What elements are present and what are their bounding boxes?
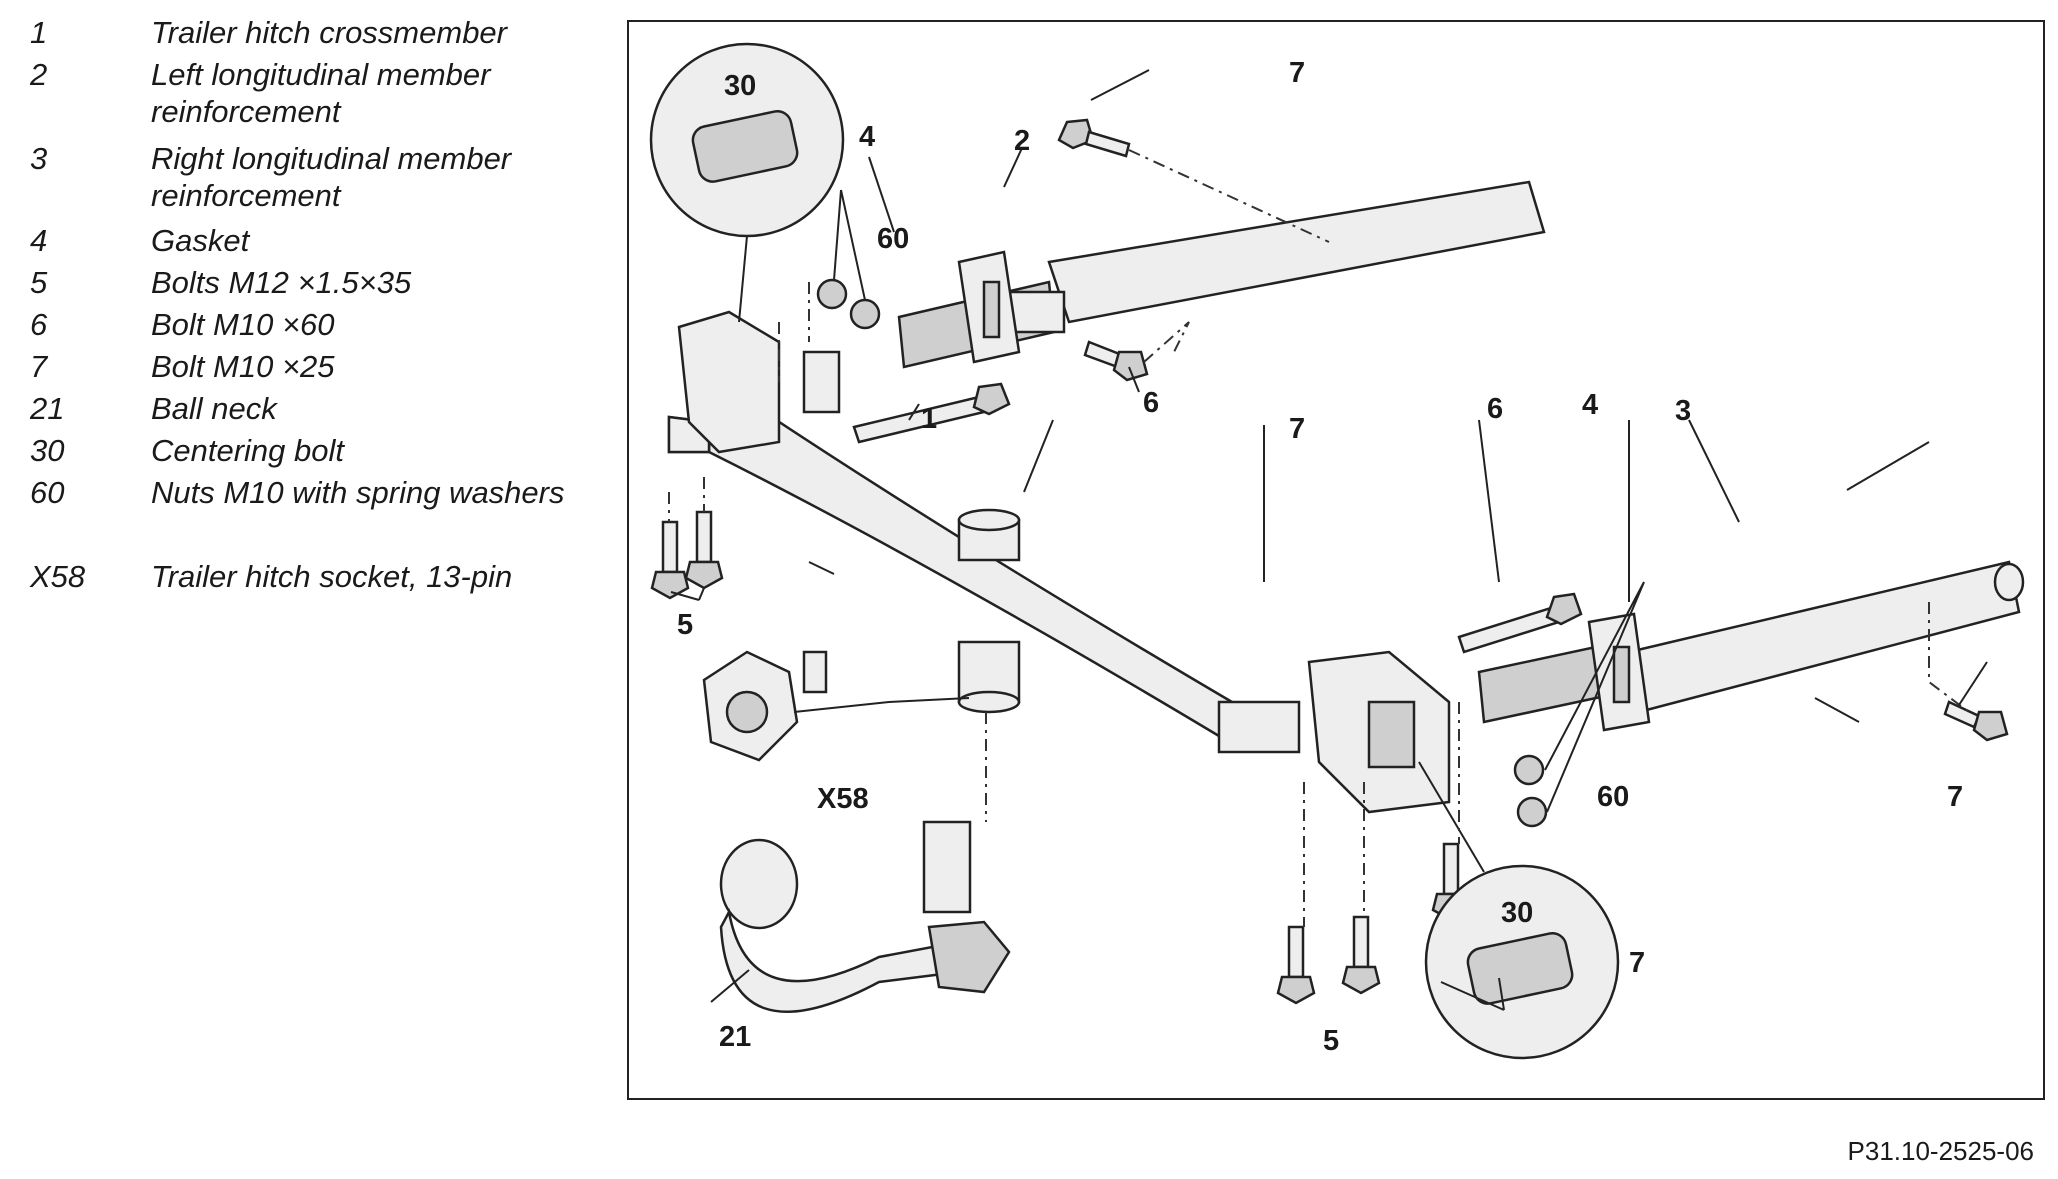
legend-description: Centering bolt xyxy=(151,433,345,468)
legend-number: 3 xyxy=(30,141,48,176)
nuts-m10-left xyxy=(816,278,881,330)
gasket-right xyxy=(1587,612,1651,732)
callout-1: 1 xyxy=(921,403,937,435)
callout-21: 21 xyxy=(719,1021,751,1053)
legend-description: Right longitudinal member reinforcement xyxy=(151,141,512,213)
bolts-m12-right xyxy=(1276,915,1381,1005)
legend-number: 7 xyxy=(30,349,48,384)
right-longitudinal-member-reinforcement xyxy=(1477,560,2025,724)
callout-7-mid: 7 xyxy=(1289,413,1305,445)
legend-description: Nuts M10 with spring washers xyxy=(151,475,565,510)
bolt-m10x25-top xyxy=(1057,118,1131,158)
legend-number: 1 xyxy=(30,15,48,50)
legend-number: 60 xyxy=(30,475,65,510)
gasket-left xyxy=(957,250,1021,364)
legend-description: Gasket xyxy=(151,223,250,258)
nuts-m10-right xyxy=(1513,754,1548,828)
legend-number: 6 xyxy=(30,307,48,342)
callout-7-right: 7 xyxy=(1947,781,1963,813)
assembly-lines xyxy=(668,149,1970,927)
callout-30-bottom: 30 xyxy=(1501,897,1533,929)
ball-neck xyxy=(719,820,1011,1013)
centering-bolt-detail-bottom xyxy=(1418,761,1620,1060)
bolt-m10x60 xyxy=(852,382,1011,444)
ball-neck-receiver xyxy=(957,508,1021,714)
legend-number: 21 xyxy=(30,391,65,426)
figure-reference-code: P31.10-2525-06 xyxy=(1847,1136,2034,1166)
legend-description: Bolts M12 ×1.5×35 xyxy=(151,265,412,300)
bolt-m10x60-right xyxy=(1457,592,1583,654)
legend-number: X58 xyxy=(30,559,86,594)
callout-7-bottom: 7 xyxy=(1629,947,1645,979)
legend-description: Left longitudinal member reinforcement xyxy=(151,57,491,129)
centering-bolt-detail-top xyxy=(649,42,845,323)
callout-4-right: 4 xyxy=(1582,389,1598,421)
callout-60-right: 60 xyxy=(1597,781,1629,813)
trailer-hitch-socket xyxy=(702,650,970,762)
bolts-m12-left xyxy=(650,510,724,600)
callout-5-right: 5 xyxy=(1323,1025,1339,1057)
legend-description: Ball neck xyxy=(151,391,277,426)
trailer-hitch-crossmember xyxy=(667,310,1451,814)
legend-number: 4 xyxy=(30,223,48,258)
legend-number: 30 xyxy=(30,433,65,468)
exploded-view-figure: 1 2 3 4 4 5 5 6 6 7 7 7 7 21 30 30 60 60… xyxy=(627,20,2045,1100)
trailer-hitch-drawing: 1 2 3 4 4 5 5 6 6 7 7 7 7 21 30 30 60 60… xyxy=(649,42,2025,1060)
bolt-m10x25-mid xyxy=(1083,340,1149,382)
callout-x58: X58 xyxy=(817,783,869,815)
leader-lines xyxy=(670,69,1988,1011)
callout-3: 3 xyxy=(1675,395,1691,427)
callout-6-right: 6 xyxy=(1487,393,1503,425)
legend-description: Bolt M10 ×60 xyxy=(151,307,335,342)
callout-7-top: 7 xyxy=(1289,57,1305,89)
legend-description: Bolt M10 ×25 xyxy=(151,349,335,384)
legend-description: Trailer hitch crossmember xyxy=(151,15,508,50)
legend-number: 5 xyxy=(30,265,48,300)
bolt-m10x25-right xyxy=(1943,700,2009,742)
callout-60-left: 60 xyxy=(877,223,909,255)
legend-description: Trailer hitch socket, 13-pin xyxy=(151,559,513,594)
legend-number: 2 xyxy=(30,57,48,92)
callout-4-left: 4 xyxy=(859,121,875,153)
callout-5-left: 5 xyxy=(677,609,693,641)
callout-6-left: 6 xyxy=(1143,387,1159,419)
callout-2: 2 xyxy=(1014,125,1030,157)
callout-30-top: 30 xyxy=(724,70,756,102)
